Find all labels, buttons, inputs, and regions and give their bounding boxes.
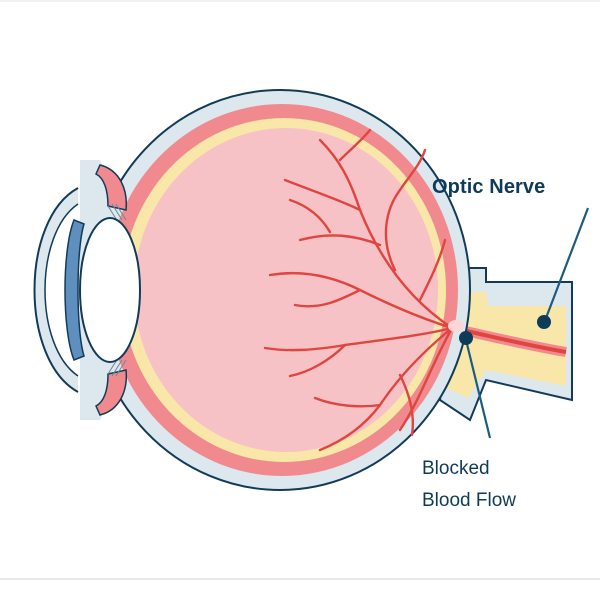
optic-nerve-leader	[544, 207, 590, 319]
vitreous-body	[134, 128, 438, 452]
optic-nerve-marker	[537, 315, 551, 329]
lens	[79, 217, 141, 363]
bottom-divider	[0, 578, 600, 580]
iris	[64, 219, 85, 361]
retinal-vessels	[263, 128, 454, 452]
blocked-label-line1: Blocked	[422, 458, 490, 479]
blocked-blood-flow-label: Blocked Blood Flow	[422, 453, 516, 517]
blockage-glow	[448, 320, 464, 332]
blocked-label-line2: Blood Flow	[422, 490, 516, 511]
optic-nerve-label: Optic Nerve	[432, 176, 546, 198]
blocked-flow-leader	[464, 339, 492, 439]
blocked-flow-marker	[459, 331, 473, 345]
top-divider	[0, 0, 600, 2]
blocked-artery-core	[461, 328, 567, 354]
